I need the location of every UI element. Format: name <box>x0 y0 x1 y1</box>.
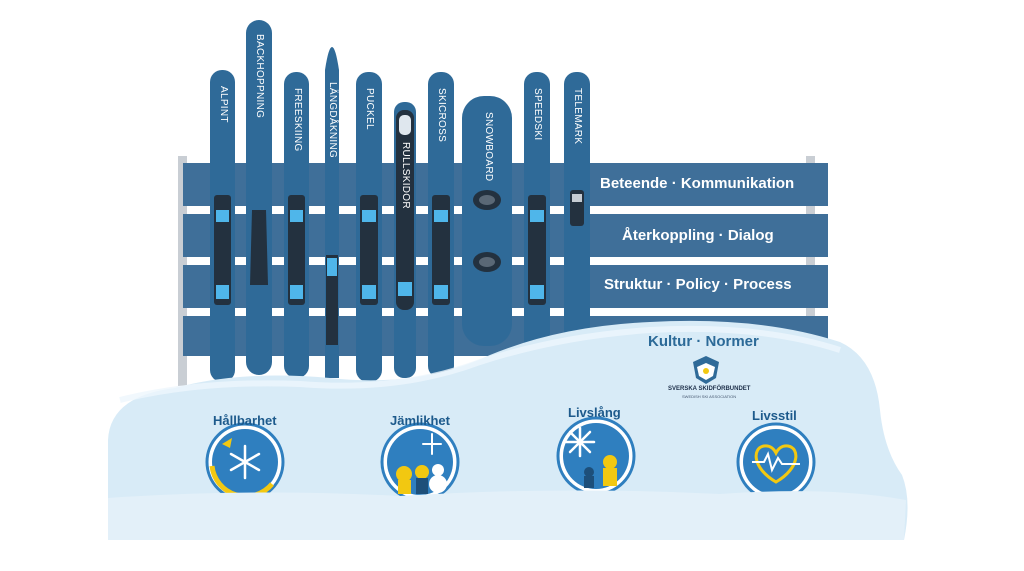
value-label-jamlikhet: Jämlikhet <box>390 413 450 428</box>
ski-telemark <box>564 72 590 382</box>
ski-langdakning <box>325 47 339 378</box>
ski-label-telemark: TELEMARK <box>572 88 583 145</box>
ski-label-skicross: SKICROSS <box>436 88 447 143</box>
snow-bank-front <box>108 490 906 540</box>
ski-rullskidor <box>394 102 416 378</box>
board-text-behaviour: Beteende · Kommunikation <box>600 175 795 192</box>
snowboard <box>462 96 512 346</box>
ski-label-snowboard: SNOWBOARD <box>483 112 494 182</box>
people-snowman-icon <box>380 422 460 502</box>
ski-puckel <box>356 72 382 382</box>
ski-label-langdakning: LÄNGDÅKNING <box>327 82 338 159</box>
culture-norms-text: Kultur · Normer <box>648 333 759 350</box>
ski-label-alpint: ALPINT <box>218 86 229 123</box>
ski-label-backhoppning: BACKHOPPNING <box>254 34 265 119</box>
ski-label-speedski: SPEEDSKI <box>532 88 543 141</box>
value-label-hallbarhet: Hållbarhet <box>213 413 277 428</box>
fence-post-left <box>178 156 187 386</box>
snowflake-cycle-icon <box>205 422 285 502</box>
snow-highlight <box>119 325 841 403</box>
board-text-feedback: Återkoppling · Dialog <box>622 227 774 244</box>
heart-pulse-icon <box>736 422 816 502</box>
value-label-livsstil: Livsstil <box>752 408 797 423</box>
ski-freeskiing <box>284 72 309 378</box>
logo-subtitle: SWEDISH SKI ASSOCIATION <box>682 394 737 399</box>
value-label-livslang: Livslång <box>568 405 621 420</box>
logo-name: SVERSKA SKIDFÖRBUNDET <box>668 386 751 392</box>
ski-label-freeskiing: FREESKIING <box>292 88 303 152</box>
ski-federation-crest-icon <box>693 356 719 384</box>
ski-label-rullskidor: RULLSKIDOR <box>400 142 411 209</box>
ski-alpint <box>210 70 235 382</box>
ski-backhoppning <box>246 20 272 375</box>
snowflake-people-icon <box>556 416 636 496</box>
ski-label-puckel: PUCKEL <box>364 88 375 130</box>
board-text-structure: Struktur · Policy · Process <box>604 276 792 293</box>
ski-speedski <box>524 72 550 382</box>
ski-skicross <box>428 72 454 378</box>
